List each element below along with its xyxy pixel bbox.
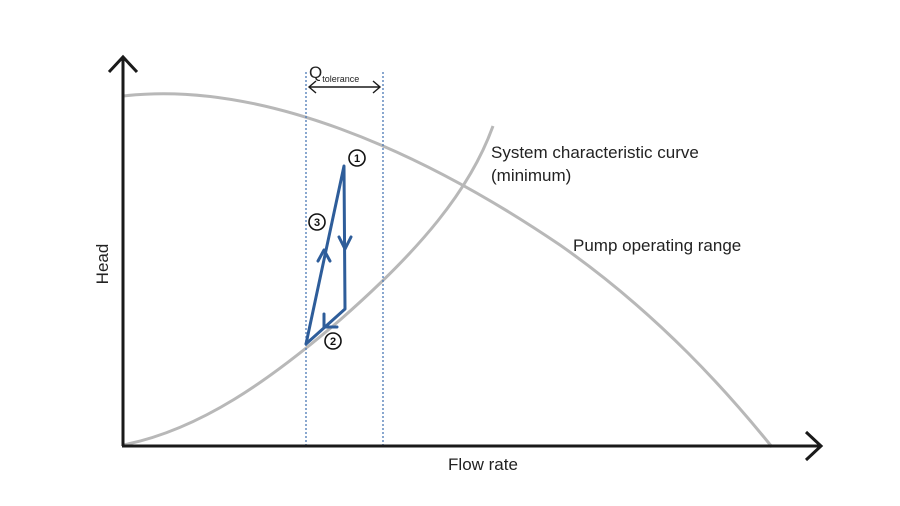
marker-2: 2 [324, 332, 342, 350]
system-curve-label-line2: (minimum) [491, 166, 571, 185]
x-axis-label: Flow rate [448, 455, 518, 474]
pump-curve [122, 92, 774, 448]
control-cycle [304, 164, 353, 346]
cycle-arrow-down [337, 235, 353, 251]
cycle-arrow-diag [322, 312, 339, 329]
y-axis-arrowhead [107, 54, 139, 74]
system-curve-label-line1: System characteristic curve [491, 143, 699, 162]
q-tolerance-label: Qtolerance [309, 63, 359, 84]
pump-range-label: Pump operating range [573, 236, 741, 255]
marker-1: 1 [348, 149, 366, 167]
axes [107, 54, 824, 462]
svg-text:2: 2 [330, 336, 336, 348]
cycle-arrow-up [316, 248, 332, 263]
marker-3: 3 [308, 213, 326, 231]
y-axis-label: Head [93, 244, 112, 285]
system-curve [122, 125, 495, 447]
x-axis-arrowhead [804, 430, 824, 462]
svg-text:3: 3 [314, 217, 320, 229]
tolerance-arrow [307, 80, 382, 94]
svg-text:1: 1 [354, 153, 360, 165]
